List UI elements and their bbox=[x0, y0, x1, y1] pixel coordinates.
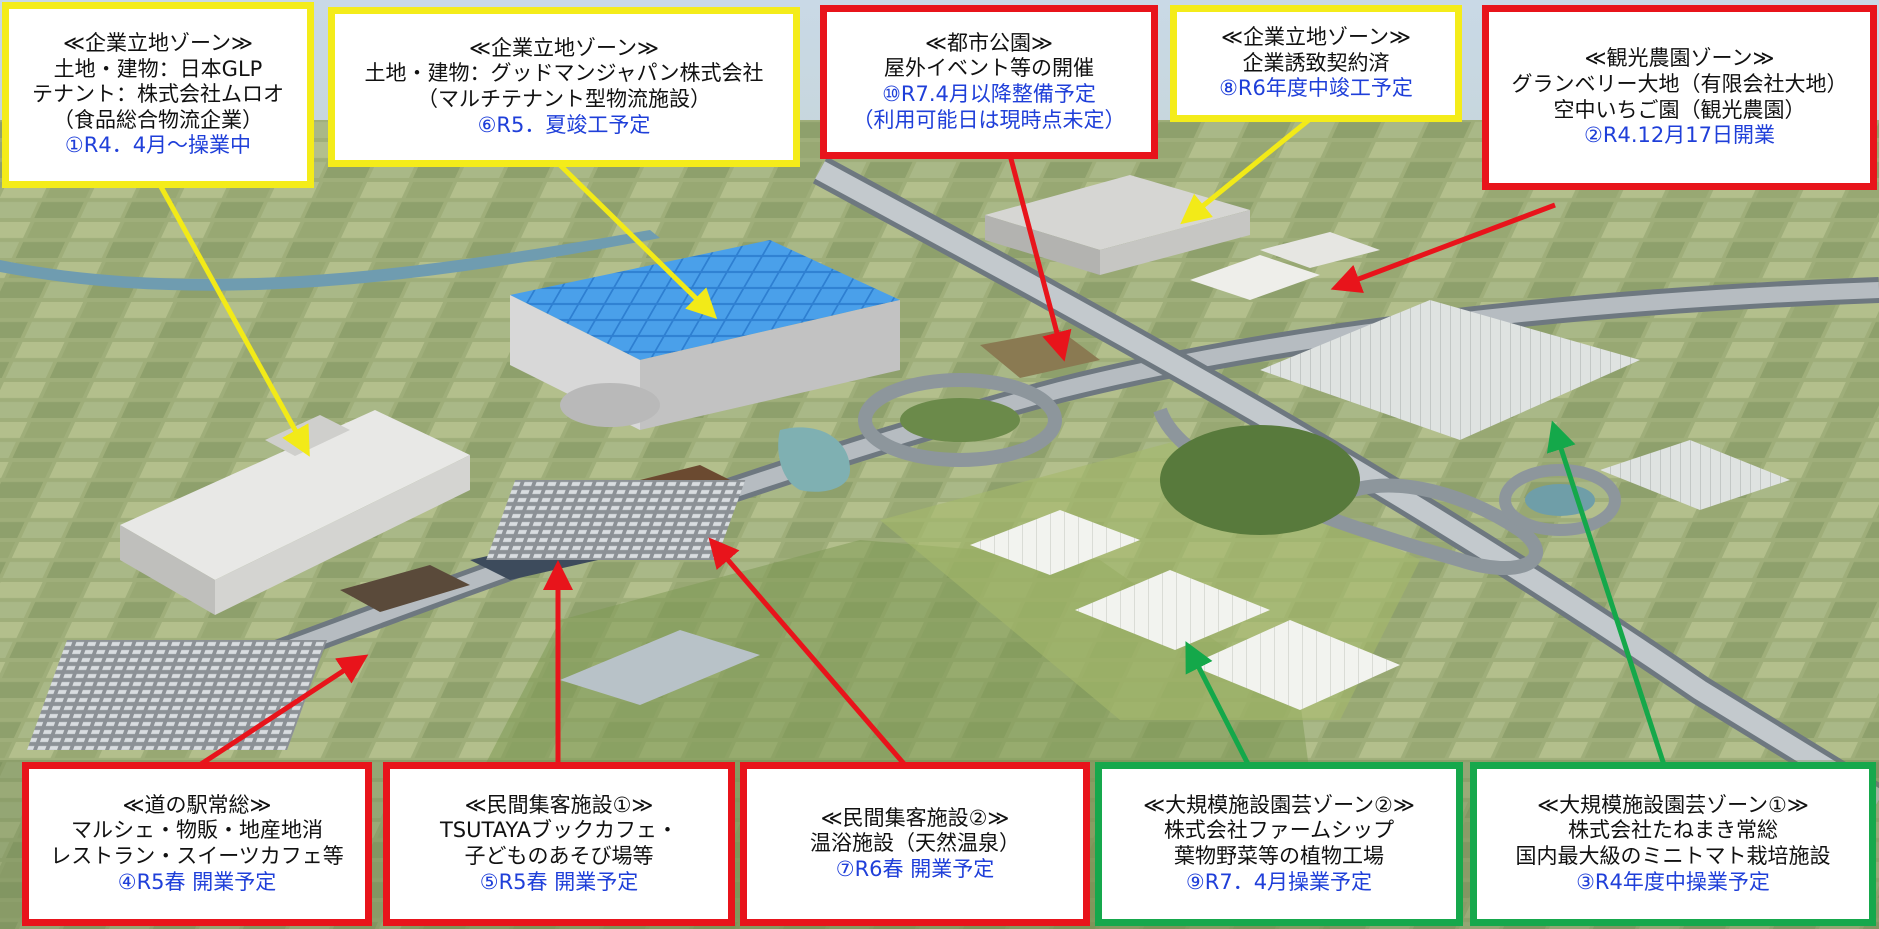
callout-title: ≪大規模施設園芸ゾーン②≫ bbox=[1143, 792, 1415, 817]
callout-line: 屋外イベント等の開催 bbox=[884, 56, 1094, 81]
callout-status: ②R4.12月17日開業 bbox=[1584, 123, 1775, 148]
callout-status: ⑨R7．4月操業予定 bbox=[1185, 869, 1373, 894]
callout-status: ④R5春 開業予定 bbox=[117, 869, 277, 894]
callout-line: 温浴施設（天然温泉） bbox=[810, 831, 1020, 856]
callout-zone-5-tsutaya: ≪民間集客施設①≫ TSUTAYAブックカフェ・ 子どものあそび場等 ⑤R5春 … bbox=[383, 762, 735, 926]
callout-status-note: （利用可能日は現時点未定） bbox=[852, 107, 1126, 132]
callout-line: 土地・建物：日本GLP bbox=[53, 56, 263, 81]
callout-zone-7-hot-spring: ≪民間集客施設②≫ 温浴施設（天然温泉） ⑦R6春 開業予定 bbox=[740, 762, 1090, 926]
callout-title: ≪観光農園ゾーン≫ bbox=[1584, 46, 1775, 71]
callout-title: ≪道の駅常総≫ bbox=[122, 792, 272, 817]
callout-line: （マルチテナント型物流施設） bbox=[417, 87, 711, 111]
callout-zone-6-goodman: ≪企業立地ゾーン≫ 土地・建物：グッドマンジャパン株式会社 （マルチテナント型物… bbox=[328, 7, 800, 167]
callout-status: ⑥R5．夏竣工予定 bbox=[477, 112, 651, 137]
callout-line: レストラン・スイーツカフェ等 bbox=[50, 844, 344, 868]
callout-title: ≪民間集客施設①≫ bbox=[464, 792, 654, 817]
callout-zone-8-company: ≪企業立地ゾーン≫ 企業誘致契約済 ⑧R6年度中竣工予定 bbox=[1170, 5, 1462, 122]
callout-zone-3-tanemaki: ≪大規模施設園芸ゾーン①≫ 株式会社たねまき常総 国内最大級のミニトマト栽培施設… bbox=[1470, 762, 1876, 926]
callout-line: 子どものあそび場等 bbox=[464, 844, 654, 868]
callout-title: ≪民間集客施設②≫ bbox=[820, 805, 1010, 830]
callout-line: 株式会社たねまき常総 bbox=[1568, 818, 1778, 843]
callout-status: ⑧R6年度中竣工予定 bbox=[1219, 76, 1413, 101]
callout-line: テナント：株式会社ムロオ bbox=[32, 82, 284, 107]
callout-line: TSUTAYAブックカフェ・ bbox=[439, 818, 679, 843]
callout-status: ③R4年度中操業予定 bbox=[1576, 869, 1770, 894]
callout-status: ①R4．4月～操業中 bbox=[64, 133, 252, 158]
callout-line: 空中いちご園（観光農園） bbox=[1553, 97, 1806, 122]
callout-zone-4-michi-no-eki: ≪道の駅常総≫ マルシェ・物販・地産地消 レストラン・スイーツカフェ等 ④R5春… bbox=[22, 762, 372, 926]
callout-line: 株式会社ファームシップ bbox=[1163, 818, 1395, 843]
callout-line: （食品総合物流企業） bbox=[53, 107, 263, 132]
callout-title: ≪企業立地ゾーン≫ bbox=[469, 35, 659, 60]
callout-zone-10-city-park: ≪都市公園≫ 屋外イベント等の開催 ⑩R7.4月以降整備予定 （利用可能日は現時… bbox=[820, 5, 1158, 159]
callout-line: グランベリー大地（有限会社大地） bbox=[1511, 71, 1848, 96]
callout-line: マルシェ・物販・地産地消 bbox=[71, 818, 323, 843]
callout-title: ≪都市公園≫ bbox=[925, 30, 1053, 55]
callout-status: ⑦R6春 開業予定 bbox=[835, 856, 995, 881]
callout-status: ⑩R7.4月以降整備予定 bbox=[882, 82, 1096, 106]
callout-zone-9-farmship: ≪大規模施設園芸ゾーン②≫ 株式会社ファームシップ 葉物野菜等の植物工場 ⑨R7… bbox=[1095, 762, 1463, 926]
callout-title: ≪企業立地ゾーン≫ bbox=[1221, 25, 1411, 50]
callout-line: 葉物野菜等の植物工場 bbox=[1174, 844, 1384, 868]
callout-line: 企業誘致契約済 bbox=[1242, 50, 1390, 75]
callout-status: ⑤R5春 開業予定 bbox=[479, 869, 639, 894]
callout-title: ≪大規模施設園芸ゾーン①≫ bbox=[1537, 792, 1809, 817]
callout-line: 国内最大級のミニトマト栽培施設 bbox=[1515, 844, 1831, 868]
callout-zone-1-glp-muroo: ≪企業立地ゾーン≫ 土地・建物：日本GLP テナント：株式会社ムロオ （食品総合… bbox=[2, 2, 314, 188]
callout-zone-2-strawberry-farm: ≪観光農園ゾーン≫ グランベリー大地（有限会社大地） 空中いちご園（観光農園） … bbox=[1482, 5, 1877, 190]
callout-line: 土地・建物：グッドマンジャパン株式会社 bbox=[364, 61, 764, 86]
callout-title: ≪企業立地ゾーン≫ bbox=[63, 30, 253, 55]
